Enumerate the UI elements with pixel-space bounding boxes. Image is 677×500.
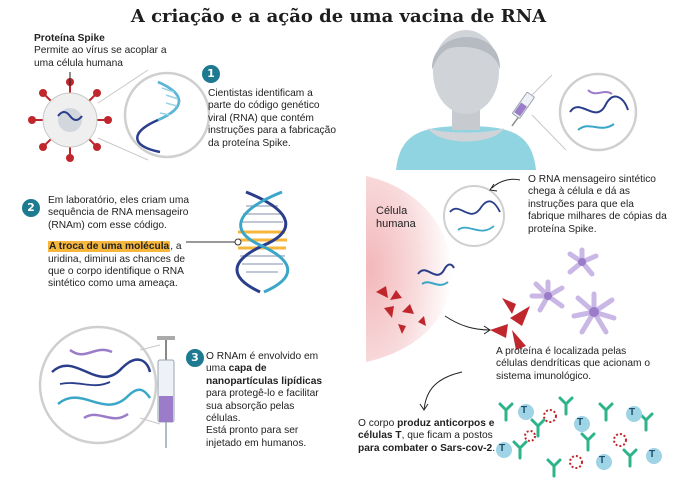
step3-line2-pre: uma xyxy=(206,363,229,375)
immune-line: O corpo produz anticorpos e xyxy=(358,418,495,430)
step2-line: sequência de RNA mensageiro xyxy=(48,207,189,219)
magnify-lines-1 xyxy=(97,69,149,161)
vaccine-syringe-icon xyxy=(511,91,535,127)
t-cell-label: T xyxy=(629,407,636,418)
step1-line: instruções para a fabricação xyxy=(208,125,336,137)
arrow-to-immune xyxy=(423,371,463,411)
t-cell-icon xyxy=(496,404,662,470)
cell-rna-icon xyxy=(449,200,501,232)
immune-l3-bold: para combater o Sars-cov-2 xyxy=(358,442,493,454)
step3-text: O RNAm é envolvido em uma capa de nanopa… xyxy=(206,351,322,450)
rna-rungs xyxy=(159,87,179,116)
cell-text: O RNA mensageiro sintético chega à célul… xyxy=(528,174,667,236)
step2-text: Em laboratório, eles criam uma sequência… xyxy=(48,195,189,291)
immune-l2-bold: células T xyxy=(358,430,402,442)
cell-line: chega à célula e dá as xyxy=(528,186,630,198)
cell-line: instruções para que ela xyxy=(528,198,634,210)
virus-icon xyxy=(28,78,112,162)
viral-rna-icon xyxy=(136,80,180,154)
dendritic-cell-icon xyxy=(529,247,617,335)
lipid-nanoparticle-icon xyxy=(51,348,152,420)
protein-line: células dendríticas que acionam o xyxy=(496,358,651,370)
immune-text: O corpo produz anticorpos e células T, q… xyxy=(358,418,495,455)
protein-line: A proteína é localizada pelas xyxy=(496,346,627,357)
step1-line: Cientistas identificam a xyxy=(208,88,313,99)
step1-text: Cientistas identificam a parte do código… xyxy=(208,88,336,150)
cell-label-line: Célula xyxy=(376,205,408,217)
cell-line: proteína Spike. xyxy=(528,223,597,235)
t-cell-label: T xyxy=(499,443,506,454)
step3-line2-bold: capa de xyxy=(228,363,267,375)
highlight-molecule-swap: A troca de uma molécula xyxy=(48,241,171,253)
spike-label: Proteína Spike xyxy=(34,33,105,44)
step-number-2: 2 xyxy=(22,199,40,217)
arrow-to-dendritic xyxy=(444,315,491,331)
step3-line: O RNAm é envolvido em xyxy=(206,351,319,362)
immune-l1-pre: O corpo xyxy=(358,418,398,429)
immune-l2-post: , que ficam a postos xyxy=(401,430,493,442)
step1-line: parte do código genético xyxy=(208,100,320,112)
t-cell-label: T xyxy=(521,405,528,416)
step3-line: para protegê-lo e facilitar xyxy=(206,388,319,400)
immune-line: para combater o Sars-cov-2. xyxy=(358,443,495,455)
spike-cluster-icon xyxy=(490,298,530,350)
step2-after-highlight: , a xyxy=(170,241,182,253)
magnify-line-3b xyxy=(139,417,161,425)
step2-line: Em laboratório, eles criam uma xyxy=(48,195,189,206)
step1-line: viral (RNA) que contém xyxy=(208,112,314,124)
step-number-1: 1 xyxy=(202,65,220,83)
cell-rna-copy-icon xyxy=(417,263,455,286)
protein-text: A proteína é localizada pelas células de… xyxy=(496,346,650,383)
t-cell-label: T xyxy=(649,449,656,460)
pointer-dot-2 xyxy=(234,238,242,246)
step2-line: uridina, diminui as chances de xyxy=(48,253,186,265)
step2-highlight-line: A troca de uma molécula, a xyxy=(48,241,189,253)
arrow-head-cell xyxy=(489,183,498,192)
step2-line: sintético como uma ameaça. xyxy=(48,278,178,290)
step3-line: injetado em humanos. xyxy=(206,437,307,449)
person-icon xyxy=(396,30,536,170)
arrow-head-immune xyxy=(419,403,429,411)
cell-zoom-circle xyxy=(443,185,505,247)
human-cell-shape xyxy=(366,176,452,362)
t-cell-label: T xyxy=(599,455,606,466)
magnify-line-3a xyxy=(139,344,161,351)
immune-l1-bold: produz anticorpos e xyxy=(397,418,495,429)
step3-line: Está pronto para ser xyxy=(206,425,299,437)
protein-line: sistema imunológico. xyxy=(496,370,592,382)
step3-line: sua absorção pelas xyxy=(206,400,295,412)
mrna-strand-icon xyxy=(235,190,290,294)
step2-line: (RNAm) com esse código. xyxy=(48,219,167,231)
arrow-to-cell xyxy=(491,178,521,189)
immune-l3-post: . xyxy=(492,442,496,454)
step3-line: nanopartículas lipídicas xyxy=(206,375,323,387)
dendritic-nucleus-icon xyxy=(544,258,599,317)
spike-label-block: Proteína Spike Permite ao vírus se acopl… xyxy=(34,33,167,70)
cell-label: Célula humana xyxy=(376,205,416,231)
step1-line: da proteína Spike. xyxy=(208,137,291,149)
step3-line: células. xyxy=(206,413,241,425)
spike-desc-line: uma célula humana xyxy=(34,57,123,69)
page-title: A criação e a ação de uma vacina de RNA xyxy=(130,6,547,27)
t-cell-label: T xyxy=(577,417,584,428)
antibody-icon xyxy=(498,396,654,478)
injected-rna-icon xyxy=(569,89,629,131)
spike-protein-icon xyxy=(376,286,426,334)
cell-line: fabrique milhares de cópias da xyxy=(528,211,667,223)
immune-line: células T, que ficam a postos xyxy=(358,430,495,442)
small-virus-icon xyxy=(524,409,627,469)
step2-line: que o corpo identifique o RNA xyxy=(48,266,184,278)
step-number-3: 3 xyxy=(186,349,204,367)
magnify-line-p2 xyxy=(531,114,567,151)
cell-line: O RNA mensageiro sintético xyxy=(528,174,656,185)
spike-desc-line: Permite ao vírus se acoplar a xyxy=(34,45,167,57)
cell-label-line: humana xyxy=(376,218,416,230)
magnify-line-p1 xyxy=(531,74,553,96)
syringe-icon xyxy=(157,336,175,448)
step3-line: uma capa de xyxy=(206,363,322,375)
